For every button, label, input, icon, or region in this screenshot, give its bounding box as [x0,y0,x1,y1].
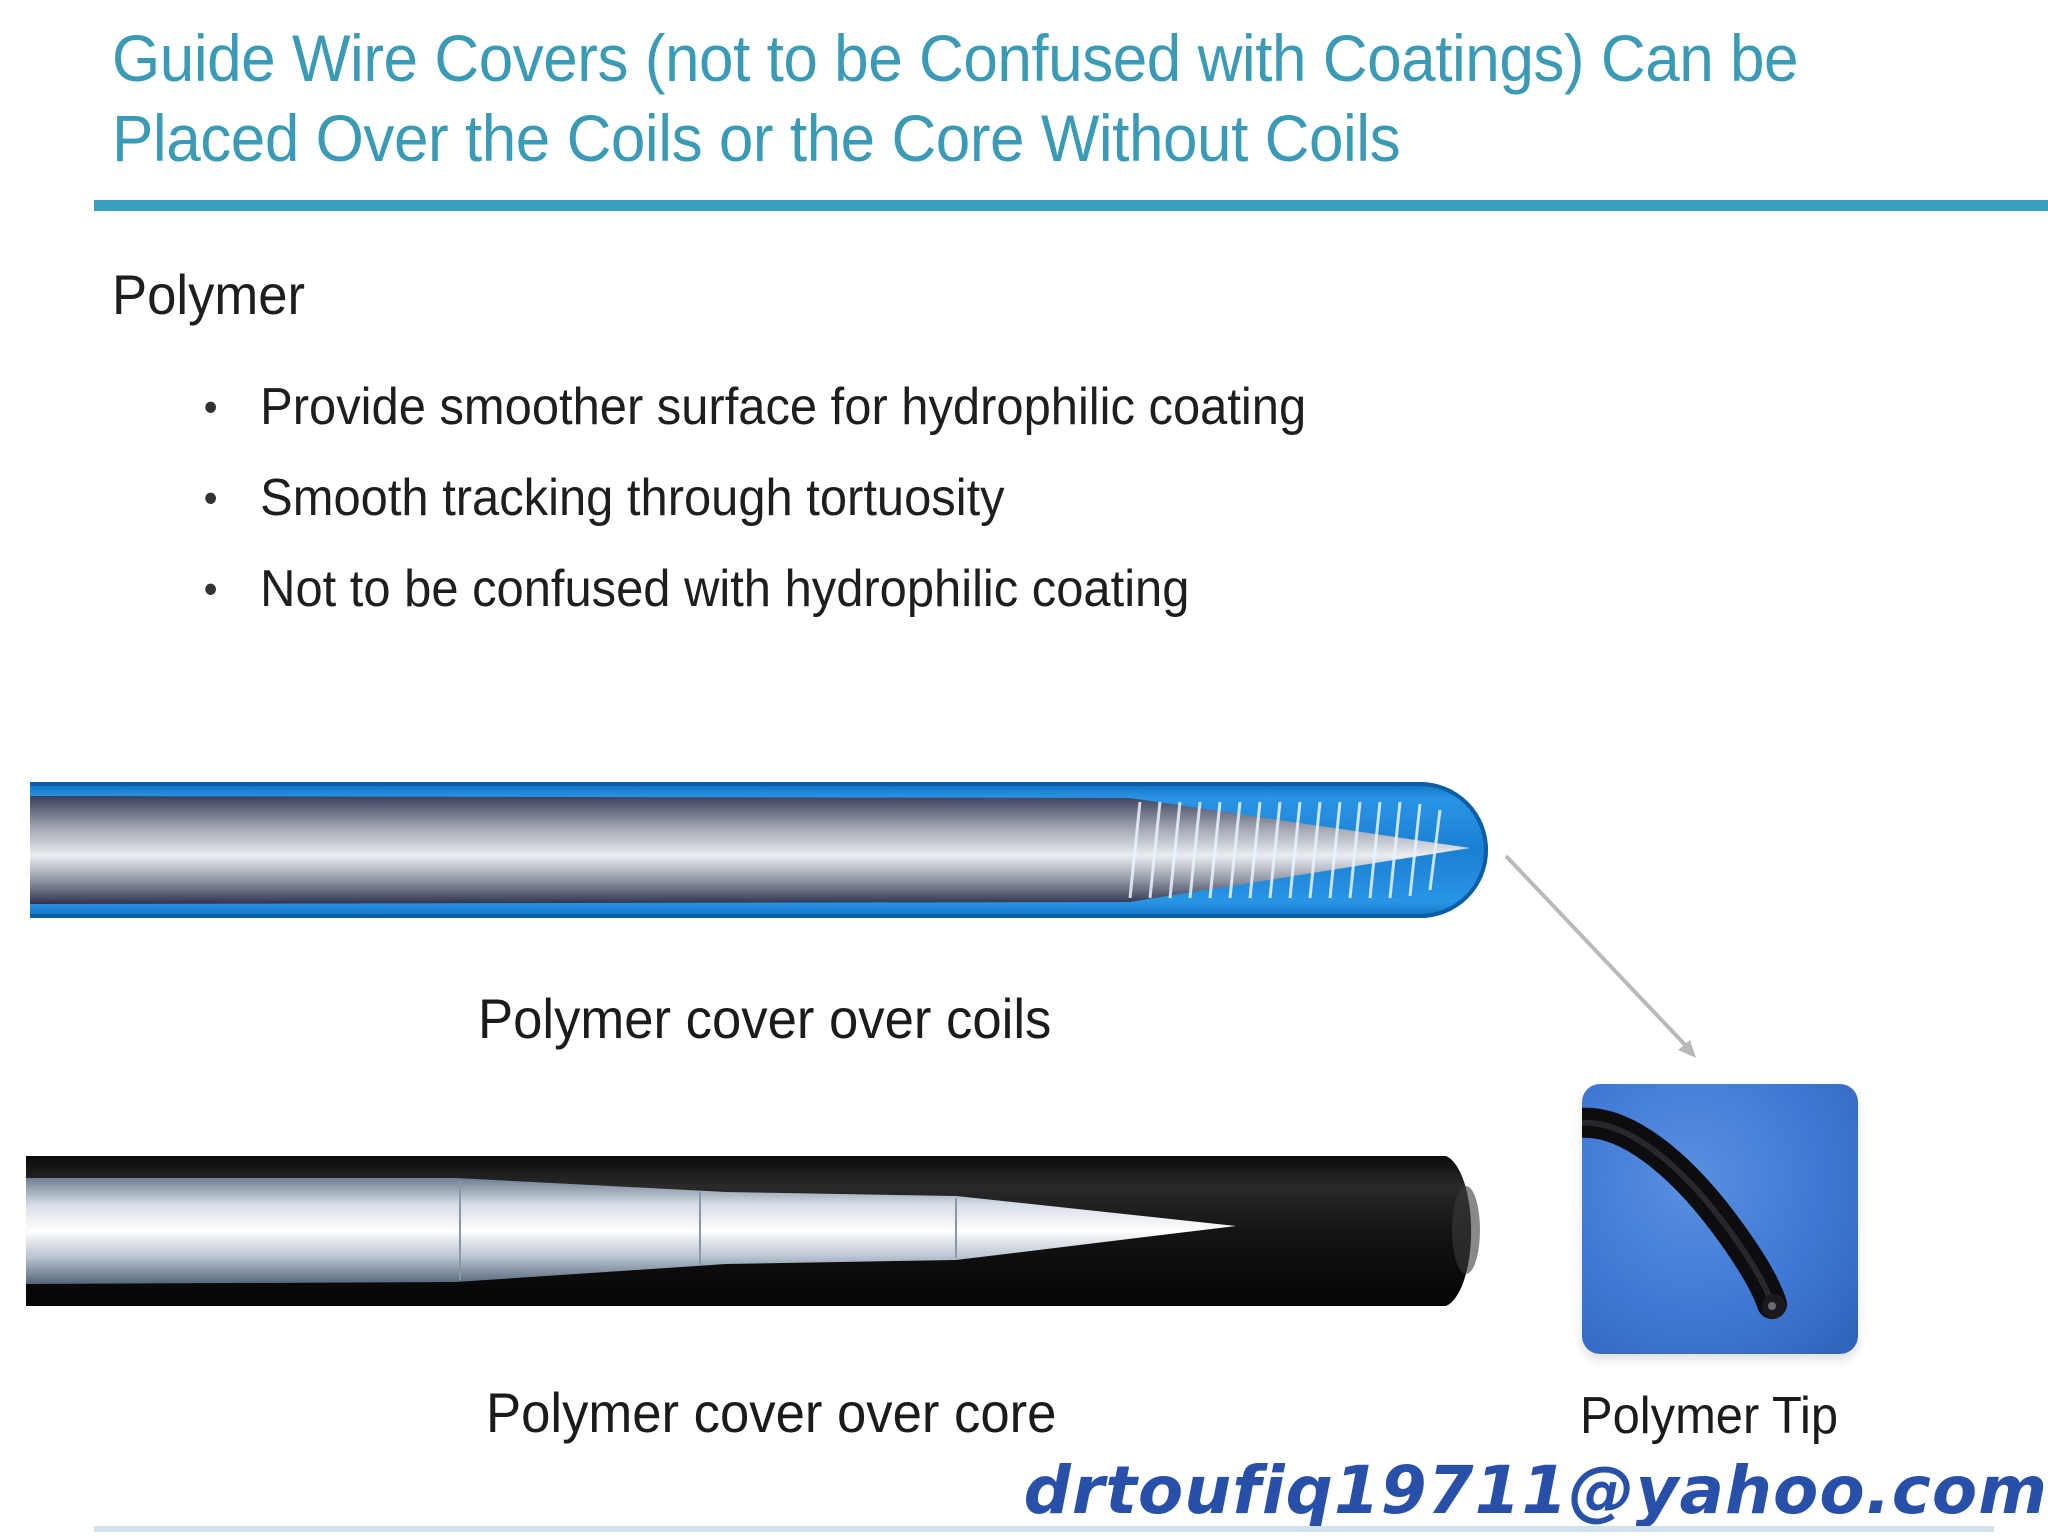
bullet-list: • Provide smoother surface for hydrophil… [200,372,1377,645]
core-wire [26,1178,1236,1284]
polymer-cover-over-core-illustration [26,1156,1480,1306]
title-underline [94,200,2048,211]
slide-title: Guide Wire Covers (not to be Confused wi… [112,18,1879,178]
bullet-dot-icon: • [203,474,218,521]
caption-polymer-cover-over-coils: Polymer cover over coils [478,987,1052,1050]
slide-title-line-2: Placed Over the Coils or the Core Withou… [112,101,1401,175]
bullet-item: • Not to be confused with hydrophilic co… [200,554,1306,645]
bullet-dot-icon: • [203,565,218,612]
bullet-text: Provide smoother surface for hydrophilic… [260,378,1307,436]
bullet-text: Smooth tracking through tortuosity [260,469,1005,527]
slide-title-line-1: Guide Wire Covers (not to be Confused wi… [112,21,1799,95]
bullet-item: • Provide smoother surface for hydrophil… [200,372,1306,463]
bullet-text: Not to be confused with hydrophilic coat… [260,560,1190,618]
coil-winding [1128,801,1442,899]
caption-polymer-cover-over-core: Polymer cover over core [486,1381,1057,1444]
section-heading: Polymer [112,263,306,326]
polymer-cover-over-coils-illustration [30,782,1488,918]
watermark-email: drtoufiq19711@yahoo.com [1023,1452,2048,1529]
polymer-tip-image [1582,1107,1787,1319]
arrow-pointer-icon [1504,854,1696,1058]
core-wire [30,796,1470,904]
polymer-tip-photo [1582,1084,1858,1354]
bullet-dot-icon: • [203,383,218,430]
bullet-item: • Smooth tracking through tortuosity [200,463,1306,554]
caption-polymer-tip: Polymer Tip [1580,1387,1839,1445]
bottom-divider [94,1526,1994,1532]
core-taper-steps [459,1180,957,1280]
